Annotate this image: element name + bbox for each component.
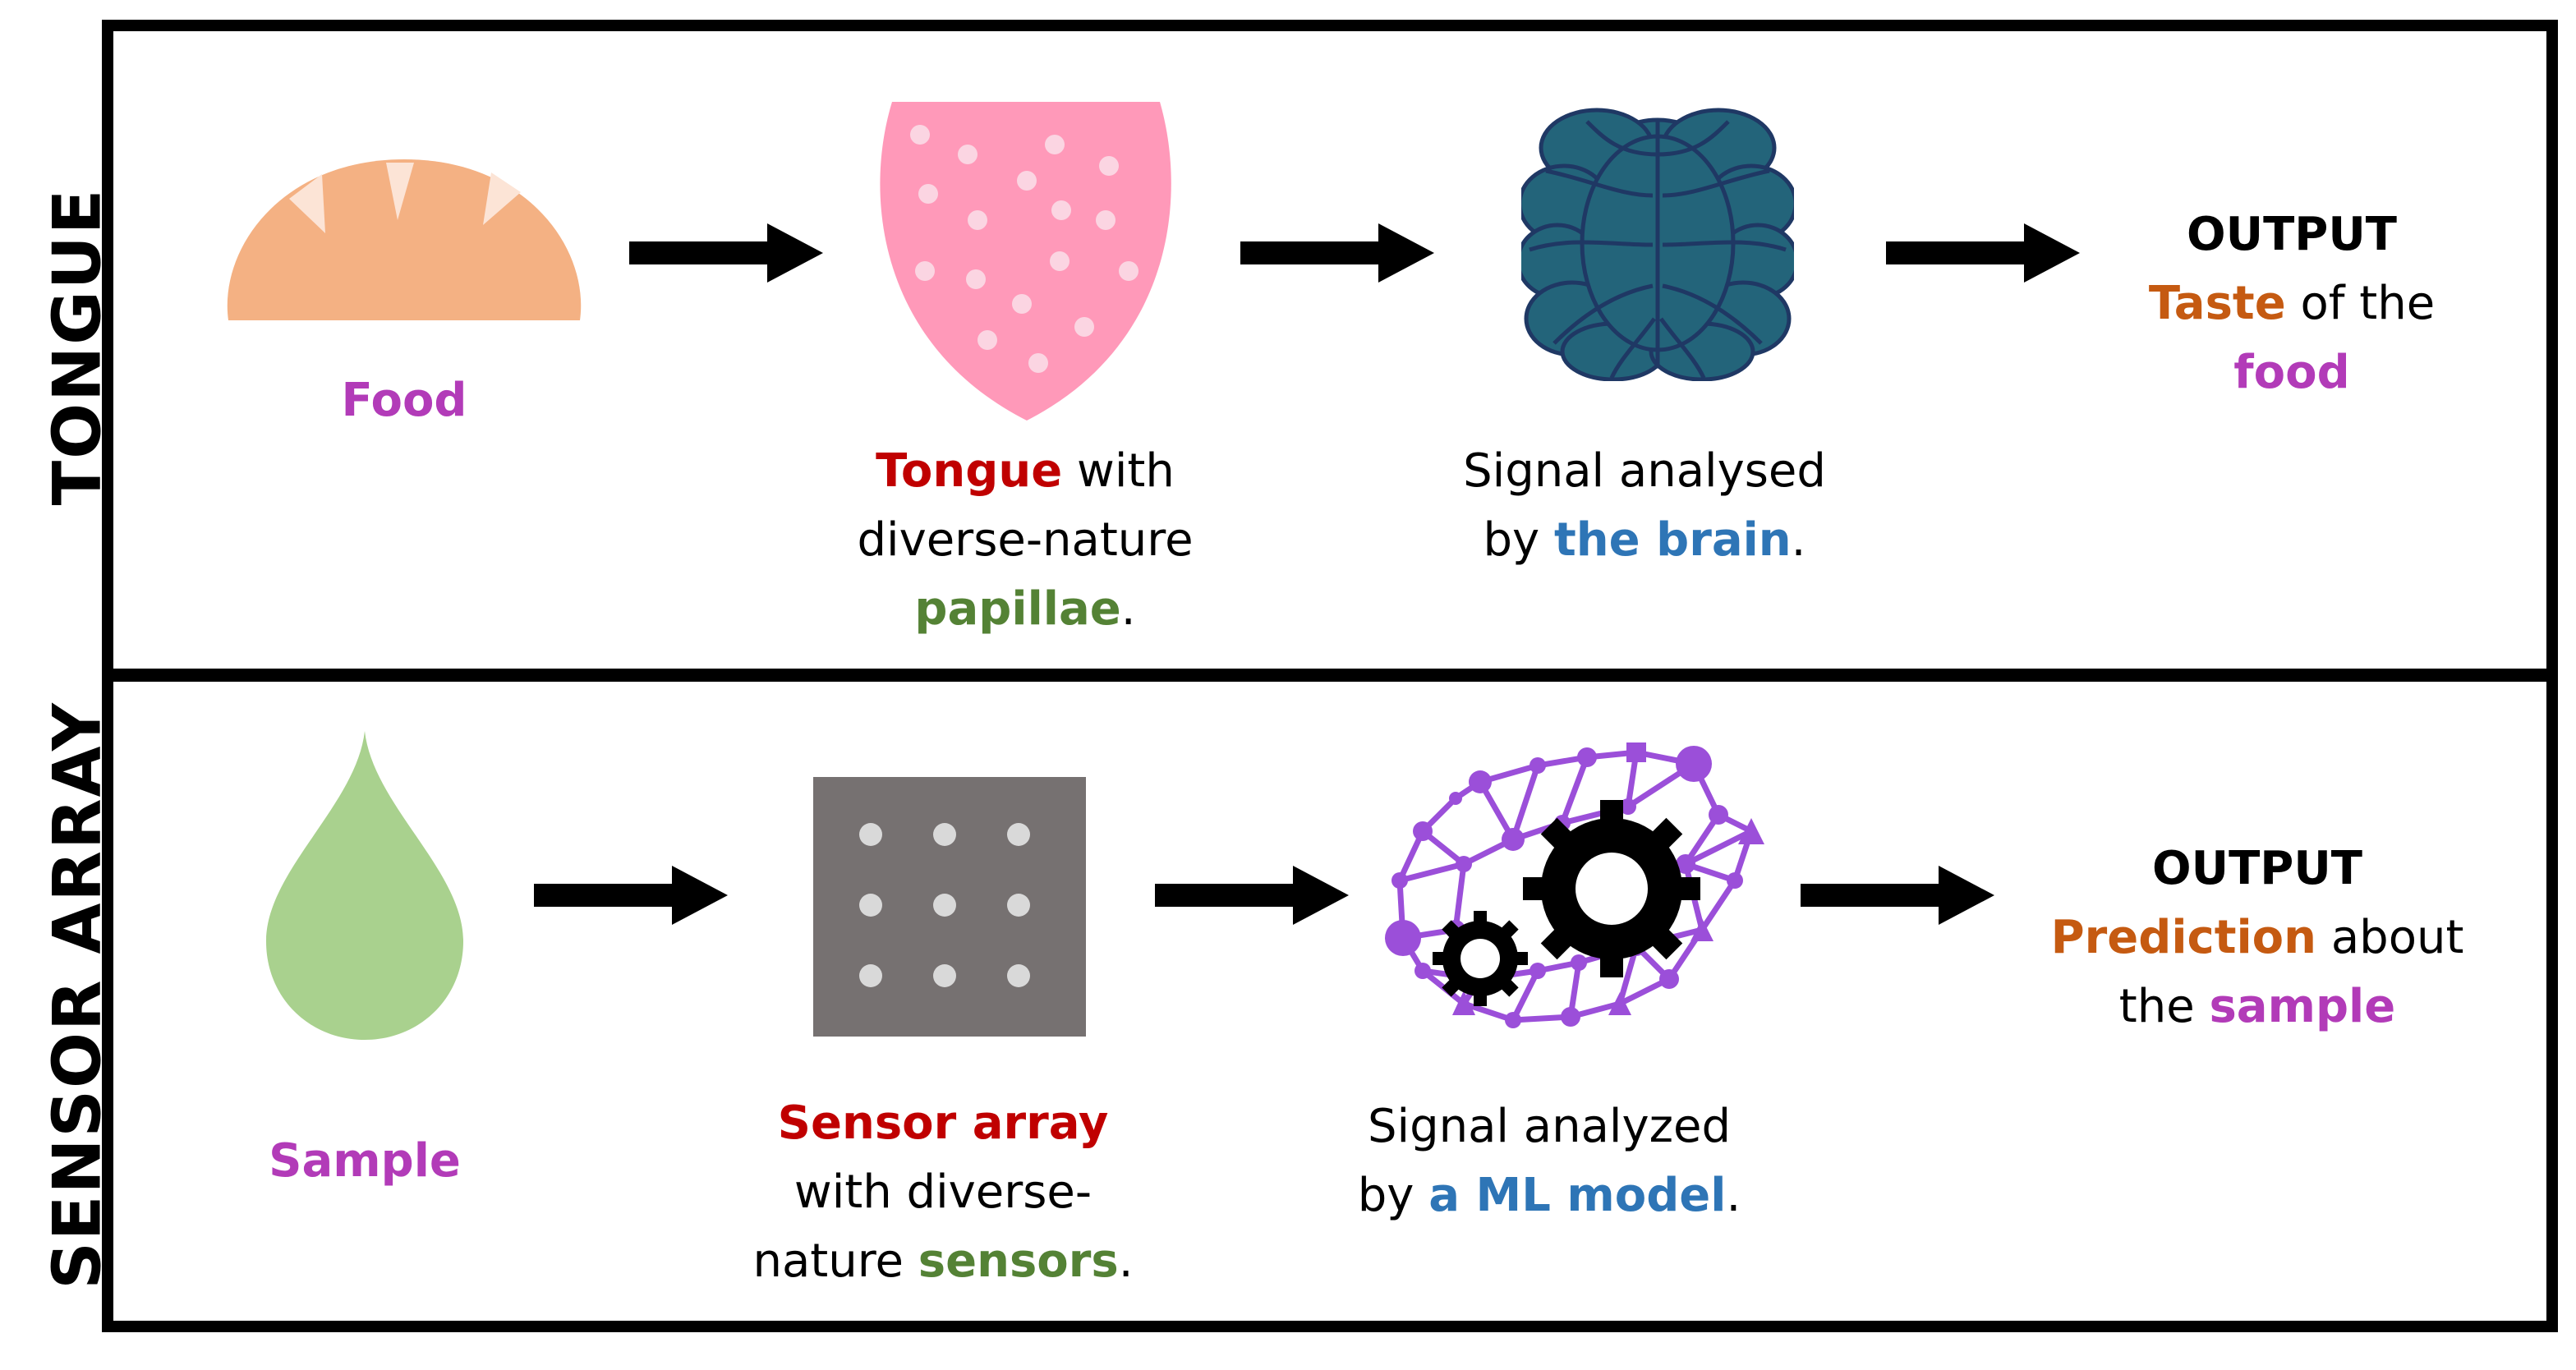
caption-sensor-array: Sensor array with diverse- nature sensor… (752, 1089, 1133, 1296)
output-caption-text: of the (2285, 277, 2436, 330)
sensor-caption-period: . (1118, 1234, 1134, 1288)
sample-label: Sample (269, 1134, 461, 1188)
arrow-icon (1240, 223, 1434, 283)
sensor-caption-line2: with diverse- (794, 1165, 1092, 1219)
brain-caption-pre: by (1483, 513, 1555, 567)
row-divider (102, 669, 2558, 682)
food-label: Food (341, 374, 467, 427)
output-title: OUTPUT (2151, 842, 2362, 895)
sensor-array-icon (813, 777, 1086, 1037)
brain-highlight: the brain (1554, 513, 1792, 567)
caption-tongue: Tongue with diverse-nature papillae. (857, 437, 1193, 644)
sensor-array-highlight: Sensor array (777, 1096, 1109, 1150)
ml-network-icon (1385, 742, 1764, 1028)
model-caption-pre: by (1357, 1169, 1429, 1222)
bread-icon (227, 159, 582, 320)
droplet-icon (266, 731, 463, 1040)
caption-output-prediction: OUTPUT Prediction about the sample (2051, 834, 2464, 1041)
prediction-highlight: Prediction (2050, 911, 2317, 964)
arrow-icon (1801, 866, 1994, 925)
output-food-highlight: food (2233, 346, 2350, 399)
caption-ml-model: Signal analyzed by a ML model. (1358, 1092, 1741, 1230)
caption-food: Food (341, 366, 467, 435)
tongue-caption-period: . (1120, 582, 1136, 636)
ml-model-highlight: a ML model (1428, 1169, 1727, 1222)
taste-highlight: Taste (2148, 277, 2286, 330)
output-caption-pre: the (2118, 980, 2210, 1033)
arrow-icon (1155, 866, 1349, 925)
caption-output-taste: OUTPUT Taste of the food (2149, 200, 2435, 407)
caption-brain: Signal analysed by the brain. (1463, 437, 1826, 575)
arrow-icon (534, 866, 728, 925)
tongue-caption-text: with (1062, 444, 1175, 498)
brain-caption-period: . (1791, 513, 1806, 567)
model-caption-line1: Signal analyzed (1367, 1100, 1732, 1153)
tongue-caption-line2: diverse-nature (857, 513, 1194, 567)
sensors-highlight: sensors (918, 1234, 1119, 1288)
caption-sample: Sample (269, 1127, 461, 1196)
tongue-highlight: Tongue (876, 444, 1063, 498)
papillae-highlight: papillae (914, 582, 1121, 636)
brain-caption-line1: Signal analysed (1463, 444, 1826, 498)
tongue-icon (880, 102, 1171, 421)
model-caption-period: . (1726, 1169, 1741, 1222)
output-sample-highlight: sample (2209, 980, 2396, 1033)
arrow-icon (1886, 223, 2080, 283)
output-title: OUTPUT (2187, 208, 2397, 261)
output-caption-text: about (2316, 911, 2464, 964)
brain-icon (1521, 108, 1794, 381)
arrow-icon (629, 223, 823, 283)
sensor-caption-pre: nature (752, 1234, 918, 1288)
